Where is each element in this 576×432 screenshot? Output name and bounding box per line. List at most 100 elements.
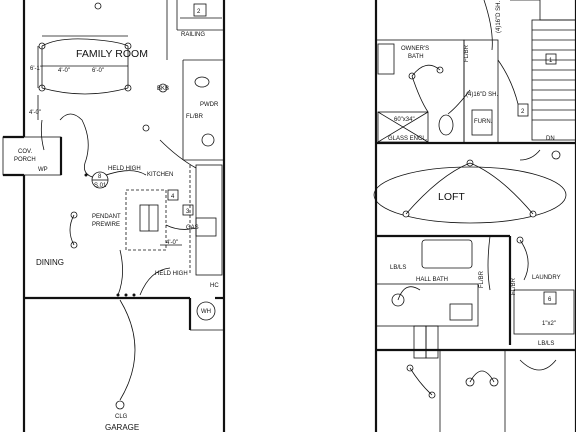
garage-ceiling-light-icon — [115, 400, 125, 410]
first-floor-plan — [2, 0, 226, 432]
room-label-cov: COV. — [18, 149, 32, 155]
note-shelving: (4)16"D SH. — [496, 1, 502, 33]
tag-s01: S.01 — [94, 183, 107, 189]
wire-run — [497, 59, 519, 105]
tag-4: 4 — [171, 194, 175, 200]
bkb-fixture-icon — [158, 83, 168, 93]
outlet-icon — [124, 293, 128, 297]
wire-run — [139, 267, 171, 296]
room-label-garage: GARAGE — [105, 423, 139, 432]
lb-ls-closet — [413, 325, 427, 359]
tag-box-2 — [517, 103, 529, 117]
dimension-4-0: 4'-0" — [29, 110, 41, 116]
wire-run — [159, 139, 197, 169]
tag-6: 6 — [548, 297, 552, 303]
wire-run — [409, 367, 433, 396]
laundry-counter — [513, 289, 575, 335]
note-hc: HC — [210, 283, 219, 289]
wire-run — [483, 0, 493, 51]
wire-run — [447, 89, 471, 115]
wire-run — [405, 162, 471, 215]
room-label-hall-bath: HALL BATH — [416, 277, 448, 283]
note-lb-ls: LB/LS — [538, 341, 554, 347]
note-wh: WH — [201, 309, 211, 315]
wire-run — [40, 119, 45, 151]
note-shower-size: 60"x34" — [394, 117, 415, 123]
note-fl-br: FL/BR — [511, 277, 517, 295]
note-gas: GAS — [186, 225, 199, 231]
note-held-high: HELD HIGH — [108, 166, 141, 172]
bathtub-fixture — [421, 239, 473, 269]
wire-run — [519, 239, 529, 281]
wire-run — [117, 249, 123, 296]
tag-box-2 — [193, 3, 207, 17]
note-clg: CLG — [115, 414, 128, 420]
room-label-family-room: FAMILY ROOM — [76, 48, 148, 60]
dimension-6-0: 6'-0" — [92, 68, 104, 74]
shower-diagonal — [377, 111, 429, 143]
tag-box-4 — [167, 189, 179, 201]
tag-3: 3 — [186, 209, 190, 215]
range-fixture — [195, 217, 217, 237]
room-label-porch: PORCH — [14, 157, 36, 163]
note-shelf-size: 1"x2" — [542, 321, 556, 327]
toilet-fixture — [438, 114, 454, 136]
tag-box-3 — [182, 204, 194, 216]
tag-8: 8 — [98, 174, 102, 180]
wire-run — [59, 113, 97, 179]
room-label-laundry: LAUNDRY — [532, 275, 561, 281]
wire-run — [519, 149, 541, 161]
wire-run — [411, 75, 429, 113]
tag-2: 2 — [521, 109, 525, 115]
dimension-4-0: 4'-0" — [166, 240, 178, 246]
wire-run — [519, 359, 557, 371]
note-glass-enclosure: GLASS ENCL. — [388, 136, 428, 142]
note-railing: RAILING — [181, 32, 205, 38]
note-lb-ls: LB/LS — [390, 265, 406, 271]
outlet-icon — [132, 293, 136, 297]
wire-run — [411, 64, 441, 77]
room-label-owners: OWNER'S — [401, 46, 429, 52]
note-wp: WP — [38, 167, 48, 173]
kitchen-counter — [195, 164, 223, 276]
tag-box-1 — [545, 53, 557, 65]
loft-ceiling-feature — [373, 166, 567, 224]
note-fl-br: FL/BR — [479, 270, 485, 288]
note-held-high: HELD HIGH — [155, 271, 188, 277]
cov-porch-outline — [2, 136, 62, 176]
note-down: DN — [546, 136, 555, 142]
ceiling-light-icon — [551, 150, 561, 160]
owners-closet — [463, 39, 499, 144]
room-label-kitchen: KITCHEN — [147, 172, 173, 178]
outlet-icon — [116, 293, 120, 297]
room-label-dining: DINING — [36, 258, 64, 267]
lb-ls-closet — [425, 325, 439, 359]
wire-run — [487, 235, 491, 291]
stair-roof-line — [510, 0, 576, 21]
wire-run — [397, 286, 421, 301]
tag-box-6 — [543, 291, 557, 305]
hall-bath-toilet — [449, 303, 473, 321]
second-floor-plan — [373, 0, 576, 432]
switch-icon — [84, 173, 88, 177]
wire-run — [469, 162, 534, 215]
room-label-pwdr: PWDR — [200, 102, 219, 108]
pwdr-sink-fixture — [201, 133, 215, 147]
wire-run — [165, 224, 197, 230]
wire-run — [41, 87, 129, 95]
note-fl-br: FL/BR — [464, 44, 470, 62]
vanity-fixture — [377, 43, 395, 75]
wire-run — [41, 38, 129, 47]
tag-1: 1 — [549, 58, 553, 64]
wire-run — [469, 370, 495, 383]
note-bkb: BKB — [157, 86, 169, 92]
dimension-4-0: 4'-0" — [58, 68, 70, 74]
furn-closet — [471, 109, 493, 136]
room-label-loft: LOFT — [438, 191, 465, 203]
dimension-6-1: 6'-1" — [30, 66, 42, 72]
ceiling-light-icon — [94, 2, 102, 10]
wire-run — [69, 214, 75, 246]
room-label-furn: FURN. — [474, 119, 493, 125]
